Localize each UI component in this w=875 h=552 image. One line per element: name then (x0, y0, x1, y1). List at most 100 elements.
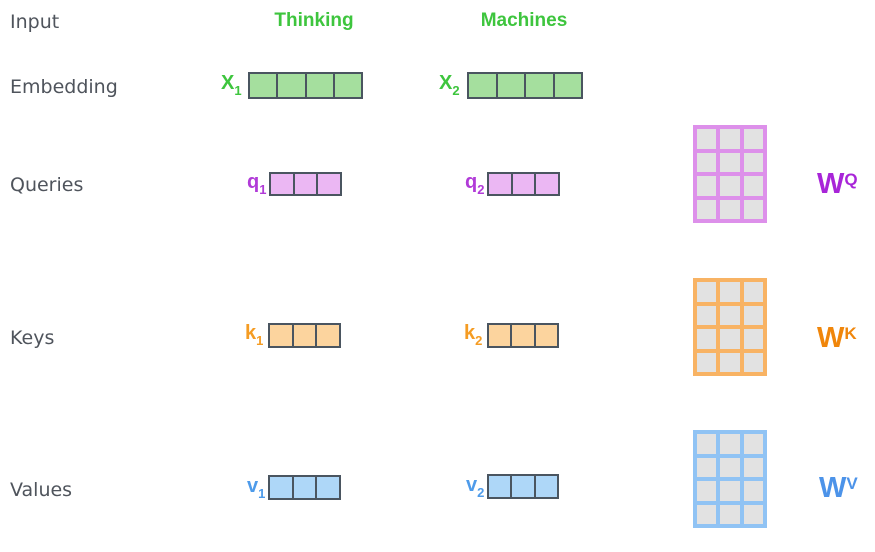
key-k1-label: k1 (245, 320, 263, 349)
vector-cell (552, 74, 581, 97)
k2-subscript: 2 (475, 333, 483, 348)
vector-cell (510, 476, 534, 497)
weight-matrix-wq (693, 125, 767, 223)
x2-letter: X (439, 72, 453, 94)
row-label-embedding: Embedding (10, 76, 118, 98)
matrix-cell (697, 434, 717, 454)
matrix-cell (697, 176, 717, 196)
vector-cell (332, 74, 361, 97)
matrix-cell (743, 199, 763, 219)
k1-subscript: 1 (256, 333, 264, 348)
vector-cell (316, 174, 341, 194)
q1-subscript: 1 (259, 182, 267, 197)
x2-subscript: 2 (452, 83, 460, 98)
q2-subscript: 2 (477, 182, 485, 197)
matrix-cell (697, 329, 717, 349)
matrix-cell (697, 504, 717, 524)
matrix-cell (743, 352, 763, 372)
vector-cell (250, 74, 277, 97)
v2-subscript: 2 (477, 485, 485, 500)
wv-letter: W (819, 472, 847, 504)
query-vector-q2 (487, 172, 560, 196)
vector-cell (469, 74, 496, 97)
vector-cell (315, 325, 340, 346)
matrix-cell (720, 434, 740, 454)
vector-cell (315, 477, 340, 498)
row-label-keys: Keys (10, 327, 55, 349)
matrix-cell (697, 152, 717, 172)
vector-cell (495, 74, 524, 97)
x1-letter: X (221, 72, 235, 94)
matrix-cell (697, 481, 717, 501)
matrix-cell (743, 434, 763, 454)
value-v2-label: v2 (466, 472, 484, 501)
wk-label: WK (817, 324, 857, 353)
wk-letter: W (817, 322, 845, 354)
matrix-cell (743, 129, 763, 149)
matrix-cell (720, 129, 740, 149)
matrix-cell (743, 457, 763, 477)
wq-label: WQ (817, 170, 858, 199)
wq-superscript: Q (844, 170, 858, 189)
vector-cell (489, 325, 511, 346)
weight-matrix-wv (693, 430, 767, 528)
vector-cell (533, 476, 557, 497)
wv-superscript: V (846, 474, 858, 493)
vector-cell (291, 325, 316, 346)
embedding-x1-label: X1 (221, 70, 242, 99)
matrix-cell (720, 504, 740, 524)
wq-letter: W (817, 168, 845, 200)
vector-cell (271, 174, 293, 194)
vector-cell (489, 174, 511, 194)
vector-cell (304, 74, 333, 97)
q1-letter: q (247, 171, 260, 193)
matrix-cell (720, 199, 740, 219)
vector-cell (489, 476, 511, 497)
matrix-cell (697, 129, 717, 149)
v2-letter: v (466, 474, 478, 496)
matrix-cell (743, 504, 763, 524)
embedding-vector-x2 (467, 72, 583, 99)
vector-cell (292, 174, 317, 194)
q2-letter: q (465, 171, 478, 193)
v1-letter: v (247, 475, 259, 497)
matrix-cell (743, 329, 763, 349)
query-q1-label: q1 (247, 169, 266, 198)
matrix-cell (697, 457, 717, 477)
matrix-cell (743, 282, 763, 302)
matrix-cell (697, 305, 717, 325)
matrix-cell (720, 329, 740, 349)
matrix-cell (720, 305, 740, 325)
key-vector-k2 (487, 323, 559, 348)
embedding-vector-x1 (248, 72, 363, 99)
wv-label: WV (819, 474, 858, 503)
matrix-cell (697, 199, 717, 219)
row-label-values: Values (10, 479, 73, 501)
matrix-cell (720, 481, 740, 501)
matrix-cell (720, 176, 740, 196)
vector-cell (533, 325, 557, 346)
row-label-input: Input (10, 11, 60, 33)
column-header-machines: Machines (480, 10, 568, 31)
matrix-cell (720, 352, 740, 372)
x1-subscript: 1 (234, 83, 242, 98)
row-label-queries: Queries (10, 174, 84, 196)
key-vector-k1 (268, 323, 341, 348)
vector-cell (510, 174, 535, 194)
matrix-cell (743, 152, 763, 172)
matrix-cell (720, 152, 740, 172)
column-header-thinking: Thinking (274, 10, 354, 31)
value-vector-v2 (487, 474, 559, 499)
query-vector-q1 (269, 172, 342, 196)
vector-cell (510, 325, 534, 346)
vector-cell (270, 477, 292, 498)
v1-subscript: 1 (258, 486, 266, 501)
weight-matrix-wk (693, 278, 767, 376)
k2-letter: k (464, 322, 476, 344)
embedding-x2-label: X2 (439, 70, 460, 99)
vector-cell (270, 325, 292, 346)
wk-superscript: K (844, 324, 857, 343)
query-q2-label: q2 (465, 169, 484, 198)
value-v1-label: v1 (247, 473, 265, 502)
